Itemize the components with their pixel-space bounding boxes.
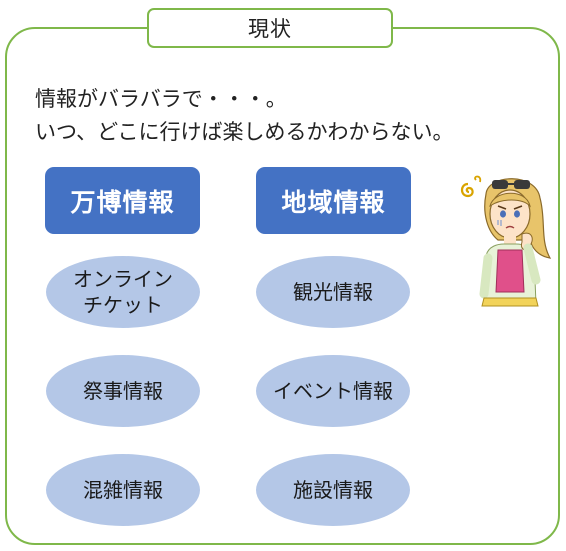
section-title: 現状 (147, 8, 393, 48)
regional-info-header: 地域情報 (256, 167, 411, 234)
facility-info-bubble: 施設情報 (256, 454, 410, 526)
intro-text: 情報がバラバラで・・・。 いつ、どこに行けば楽しめるかわからない。 (35, 83, 454, 149)
intro-line-1: 情報がバラバラで・・・。 (35, 87, 287, 111)
confused-woman-icon (460, 175, 552, 307)
expo-info-header: 万博情報 (45, 167, 200, 234)
event-info-bubble: イベント情報 (256, 355, 410, 427)
online-ticket-bubble: オンライン チケット (46, 256, 200, 328)
congestion-info-bubble: 混雑情報 (46, 454, 200, 526)
intro-line-2: いつ、どこに行けば楽しめるかわからない。 (35, 120, 454, 144)
tourism-info-bubble: 観光情報 (256, 256, 410, 328)
festival-info-bubble: 祭事情報 (46, 355, 200, 427)
